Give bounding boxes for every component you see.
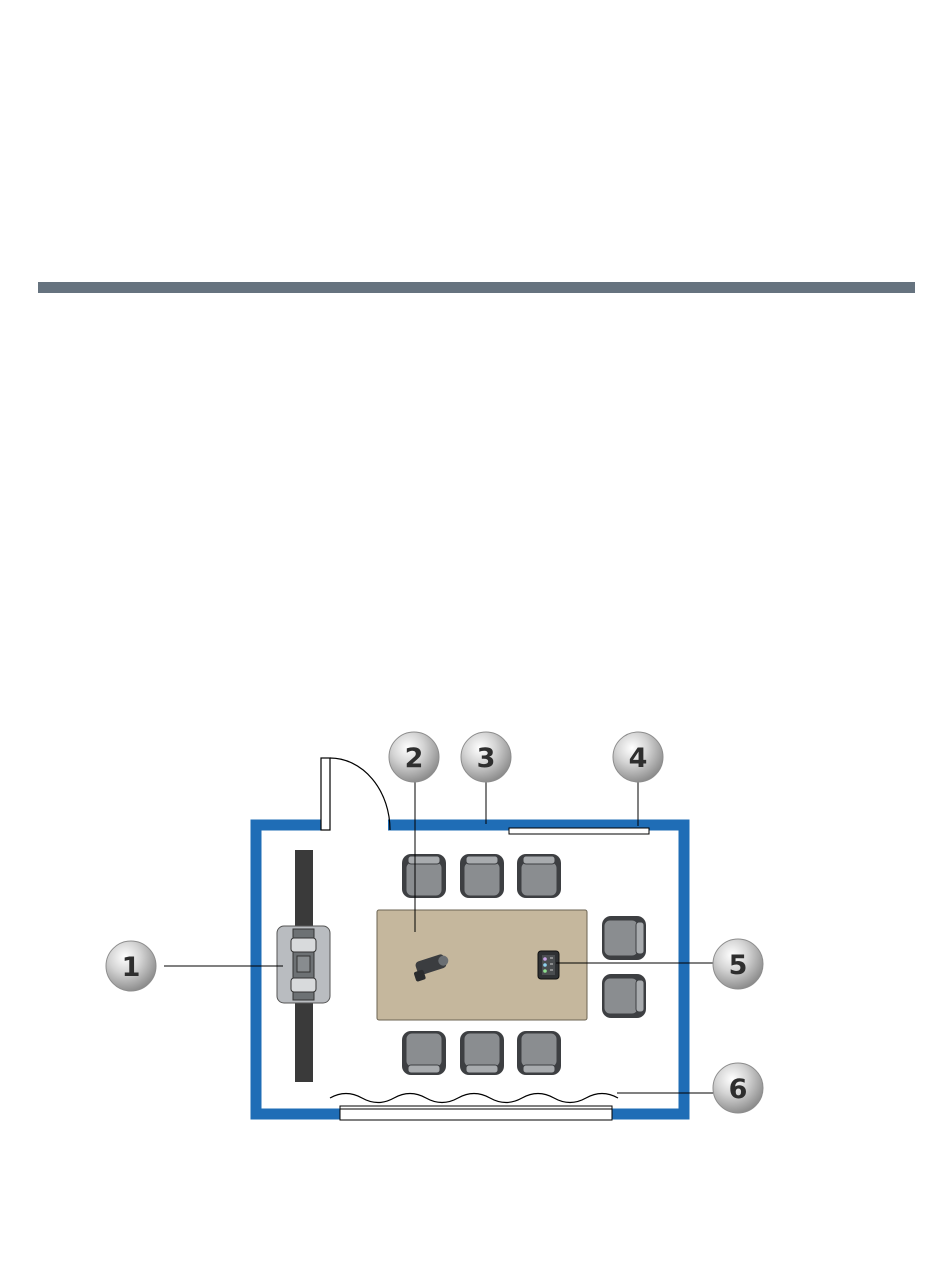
callout-6: 6 xyxy=(713,1063,763,1113)
chair-icon xyxy=(402,854,446,898)
chair-icon xyxy=(602,916,646,960)
chair-icon xyxy=(460,854,504,898)
chair-icon xyxy=(517,854,561,898)
chair-icon xyxy=(517,1031,561,1075)
chair-icon xyxy=(460,1031,504,1075)
chair-icon xyxy=(402,1031,446,1075)
callout-label-3: 3 xyxy=(477,743,496,774)
whiteboard xyxy=(509,828,649,834)
callout-4: 4 xyxy=(613,732,663,782)
callout-2: 2 xyxy=(389,732,439,782)
callout-label-5: 5 xyxy=(729,950,748,981)
callout-label-1: 1 xyxy=(122,952,141,983)
callout-label-6: 6 xyxy=(729,1074,748,1105)
callout-label-4: 4 xyxy=(629,743,648,774)
chair-icon xyxy=(602,974,646,1018)
callout-label-2: 2 xyxy=(405,743,424,774)
callout-3: 3 xyxy=(461,732,511,782)
phone-device-icon xyxy=(538,951,559,979)
callout-1: 1 xyxy=(106,941,156,991)
callout-5: 5 xyxy=(713,939,763,989)
